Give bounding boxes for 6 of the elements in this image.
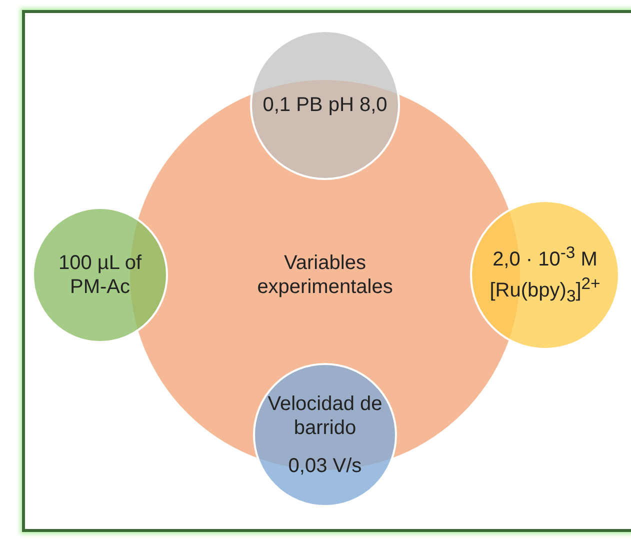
circle-label: 0,1 PB pH 8,0: [262, 93, 388, 117]
circle-label: 0,03 V/s: [287, 454, 363, 478]
circle-label: Variables experimentales: [256, 251, 394, 299]
circle-label: 2,0 · 10$^{-3}$ M [Ru(bpy)$_{3}$]$^{2+}$: [488, 242, 602, 308]
circle-label: Velocidad de barrido: [266, 392, 384, 440]
circle-label: 100 µL of PM-Ac: [57, 251, 143, 299]
